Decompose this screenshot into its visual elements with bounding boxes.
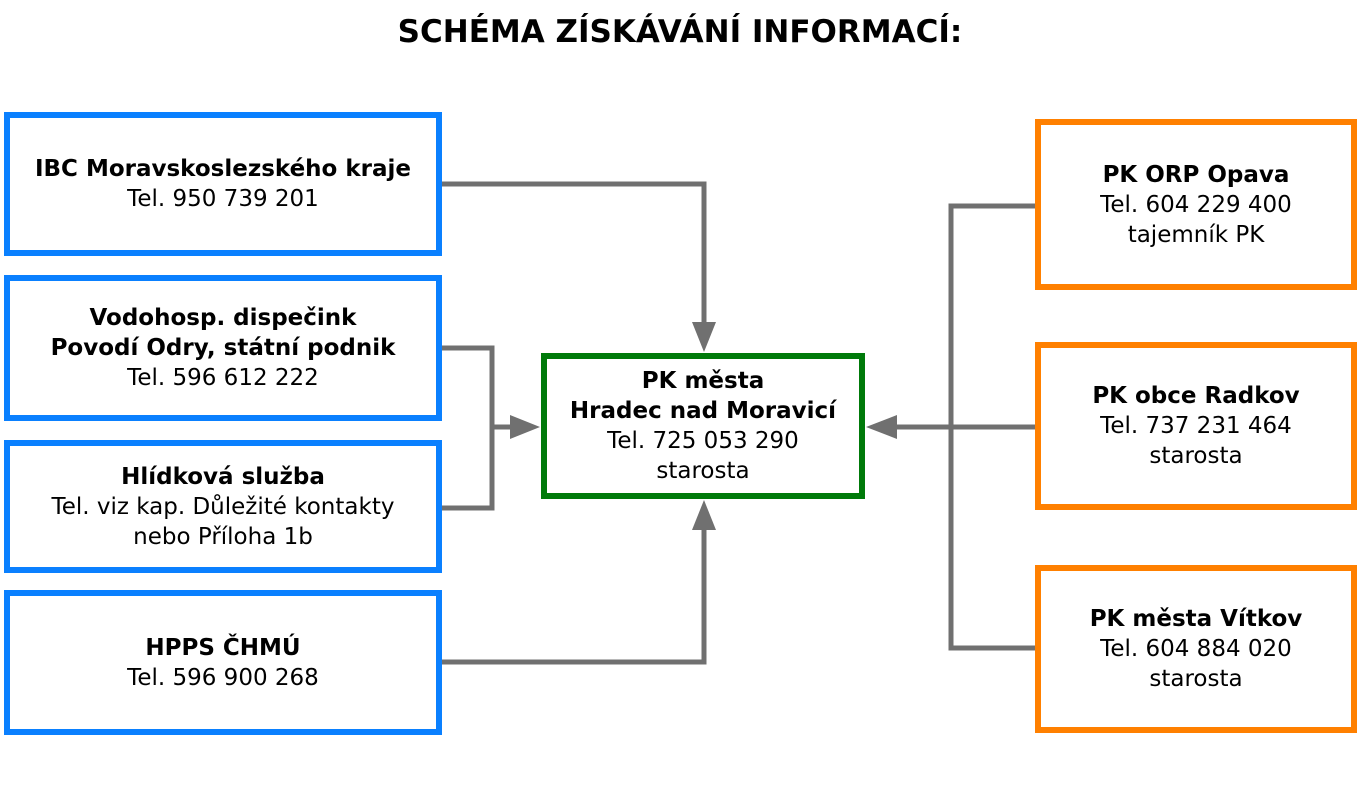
neighbor-name: PK ORP Opava	[1102, 161, 1290, 188]
neighbor-role: starosta	[1149, 666, 1243, 692]
source-box-vodohosp: Vodohosp. dispečink Povodí Odry, státní …	[4, 275, 442, 421]
neighbor-name: PK města Vítkov	[1089, 606, 1303, 632]
source-phone: Tel. 950 739 201	[127, 186, 319, 212]
center-box-hradec: PK města Hradec nad Moravicí Tel. 725 05…	[541, 353, 865, 499]
source-name: IBC Moravskoslezského kraje	[34, 156, 412, 182]
source-phone: Tel. 596 900 268	[127, 664, 319, 691]
arrow-head-right	[866, 415, 897, 439]
neighbor-role: starosta	[1149, 443, 1243, 469]
diagram-title: SCHÉMA ZÍSKÁVÁNÍ INFORMACÍ:	[397, 14, 963, 50]
arrow-head-left	[510, 415, 540, 439]
neighbor-phone: Tel. 604 229 400	[1100, 191, 1292, 218]
source-phone: Tel. 596 612 222	[127, 365, 319, 391]
source-box-hpps: HPPS ČHMÚ Tel. 596 900 268	[4, 590, 442, 735]
neighbor-phone: Tel. 604 884 020	[1100, 636, 1292, 662]
neighbor-role: tajemník PK	[1127, 221, 1265, 248]
source-box-hlidkova: Hlídková služba Tel. viz kap. Důležité k…	[4, 440, 442, 573]
arrow-head-bottom	[692, 500, 716, 530]
center-name: PK města	[641, 368, 765, 394]
connector-ibc	[442, 181, 707, 322]
neighbor-box-vitkov: PK města Vítkov Tel. 604 884 020 starost…	[1035, 565, 1357, 733]
source-name: Vodohosp. dispečink	[89, 305, 357, 331]
source-box-ibc: IBC Moravskoslezského kraje Tel. 950 739…	[4, 112, 442, 256]
connector-hpps	[442, 530, 707, 665]
neighbor-box-opava: PK ORP Opava Tel. 604 229 400 tajemník P…	[1035, 119, 1357, 290]
neighbor-phone: Tel. 737 231 464	[1100, 413, 1292, 439]
connector-vodohosp	[442, 345, 495, 511]
center-phone: Tel. 725 053 290	[607, 428, 799, 454]
center-name-line2: Hradec nad Moravicí	[569, 398, 837, 424]
source-note: nebo Příloha 1b	[133, 523, 313, 550]
source-phone: Tel. viz kap. Důležité kontakty	[51, 493, 395, 520]
center-role: starosta	[656, 458, 750, 484]
arrow-head-top	[692, 322, 716, 352]
source-name: HPPS ČHMÚ	[145, 634, 301, 661]
neighbor-name: PK obce Radkov	[1092, 383, 1300, 409]
source-name: Hlídková služba	[121, 463, 325, 490]
source-name-line2: Povodí Odry, státní podnik	[50, 335, 396, 361]
neighbor-box-radkov: PK obce Radkov Tel. 737 231 464 starosta	[1035, 342, 1357, 510]
